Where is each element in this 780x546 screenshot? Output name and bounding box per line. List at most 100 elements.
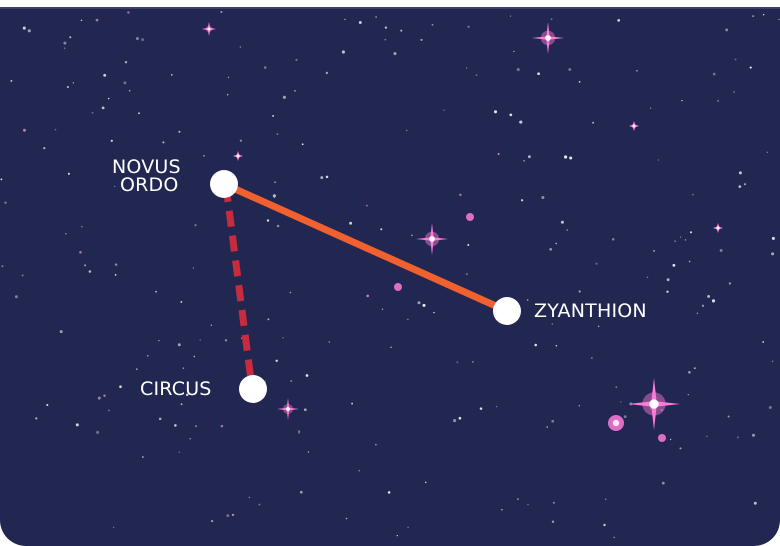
- background-star: [211, 520, 214, 523]
- background-star: [443, 109, 445, 111]
- background-star: [88, 270, 92, 273]
- route-novus-ordo-circus: [222, 185, 256, 389]
- planet-label-novus-line2: ORDO: [120, 174, 179, 196]
- background-star: [14, 295, 18, 299]
- background-star: [170, 74, 173, 76]
- background-star: [263, 66, 267, 69]
- background-star: [185, 393, 189, 397]
- background-star: [661, 481, 665, 485]
- background-star: [534, 343, 537, 347]
- background-star: [390, 346, 392, 349]
- planet-label-circus[interactable]: CIRCUS: [140, 378, 212, 400]
- background-star: [341, 50, 345, 54]
- background-star: [27, 29, 31, 33]
- background-star: [384, 38, 387, 41]
- background-star: [325, 175, 329, 179]
- background-star: [366, 294, 369, 298]
- background-star: [267, 318, 270, 321]
- background-star: [177, 343, 181, 347]
- background-star: [146, 354, 149, 357]
- background-star: [203, 154, 205, 157]
- background-star: [276, 133, 279, 136]
- planet-circus[interactable]: [239, 375, 267, 403]
- background-star: [107, 97, 110, 100]
- background-star: [381, 308, 384, 310]
- background-star: [101, 106, 105, 110]
- background-star: [431, 23, 434, 26]
- background-star: [0, 178, 3, 181]
- background-star: [387, 491, 391, 494]
- background-star: [1, 265, 4, 268]
- background-star: [578, 81, 581, 83]
- background-star: [689, 231, 693, 234]
- background-star: [349, 221, 353, 225]
- background-star: [595, 262, 598, 265]
- background-star: [467, 25, 470, 29]
- sparkle-star: [713, 223, 723, 233]
- background-star: [417, 301, 421, 305]
- background-star: [301, 143, 304, 146]
- background-star: [692, 193, 694, 196]
- background-star: [734, 58, 737, 61]
- background-star: [591, 357, 593, 359]
- background-star: [719, 249, 723, 252]
- background-star: [138, 112, 140, 115]
- background-star: [771, 252, 775, 256]
- background-star: [290, 379, 293, 383]
- background-star: [142, 456, 144, 458]
- planet-label-zyanthion[interactable]: ZYANTHION: [534, 300, 647, 322]
- background-star: [422, 303, 426, 307]
- background-star: [294, 89, 296, 92]
- background-star: [466, 273, 468, 275]
- background-star: [180, 300, 183, 303]
- background-star: [552, 501, 555, 504]
- background-star: [226, 93, 229, 96]
- background-star: [43, 147, 46, 150]
- background-star: [620, 401, 622, 403]
- background-star: [220, 10, 223, 14]
- background-star: [497, 153, 500, 155]
- background-star: [551, 419, 555, 423]
- background-star: [424, 481, 427, 484]
- background-star: [264, 380, 267, 382]
- background-star: [623, 415, 627, 418]
- background-star: [617, 19, 621, 22]
- background-star: [358, 21, 362, 24]
- background-star: [526, 299, 529, 301]
- background-star: [523, 160, 525, 162]
- background-star: [768, 405, 772, 410]
- background-star: [180, 403, 183, 406]
- background-star: [778, 18, 780, 21]
- background-star: [194, 223, 197, 227]
- background-star: [396, 534, 398, 537]
- background-star: [546, 426, 548, 428]
- background-star: [123, 81, 127, 85]
- background-star: [59, 330, 63, 334]
- planet-label-novus-ordo[interactable]: NOVUS ORDO: [112, 158, 181, 196]
- background-star: [182, 367, 185, 369]
- background-star: [272, 114, 275, 117]
- top-border: [0, 0, 780, 7]
- background-star: [753, 501, 757, 505]
- background-star: [21, 274, 24, 277]
- planet-zyanthion[interactable]: [493, 297, 521, 325]
- background-star: [276, 224, 280, 228]
- background-star: [231, 513, 235, 517]
- background-star: [646, 276, 649, 279]
- background-star: [666, 290, 669, 293]
- background-star: [320, 176, 324, 180]
- background-star: [303, 408, 307, 412]
- sparkle-star: [277, 398, 299, 420]
- background-star: [509, 113, 513, 117]
- background-star: [393, 52, 397, 56]
- background-star: [541, 196, 545, 199]
- background-star: [666, 278, 670, 282]
- background-star: [351, 402, 354, 405]
- planet-novus-ordo[interactable]: [210, 170, 238, 198]
- background-star: [475, 74, 478, 76]
- background-star: [493, 110, 498, 114]
- background-star: [550, 18, 553, 20]
- background-star: [611, 238, 615, 241]
- background-star: [551, 323, 553, 325]
- background-star: [649, 107, 652, 109]
